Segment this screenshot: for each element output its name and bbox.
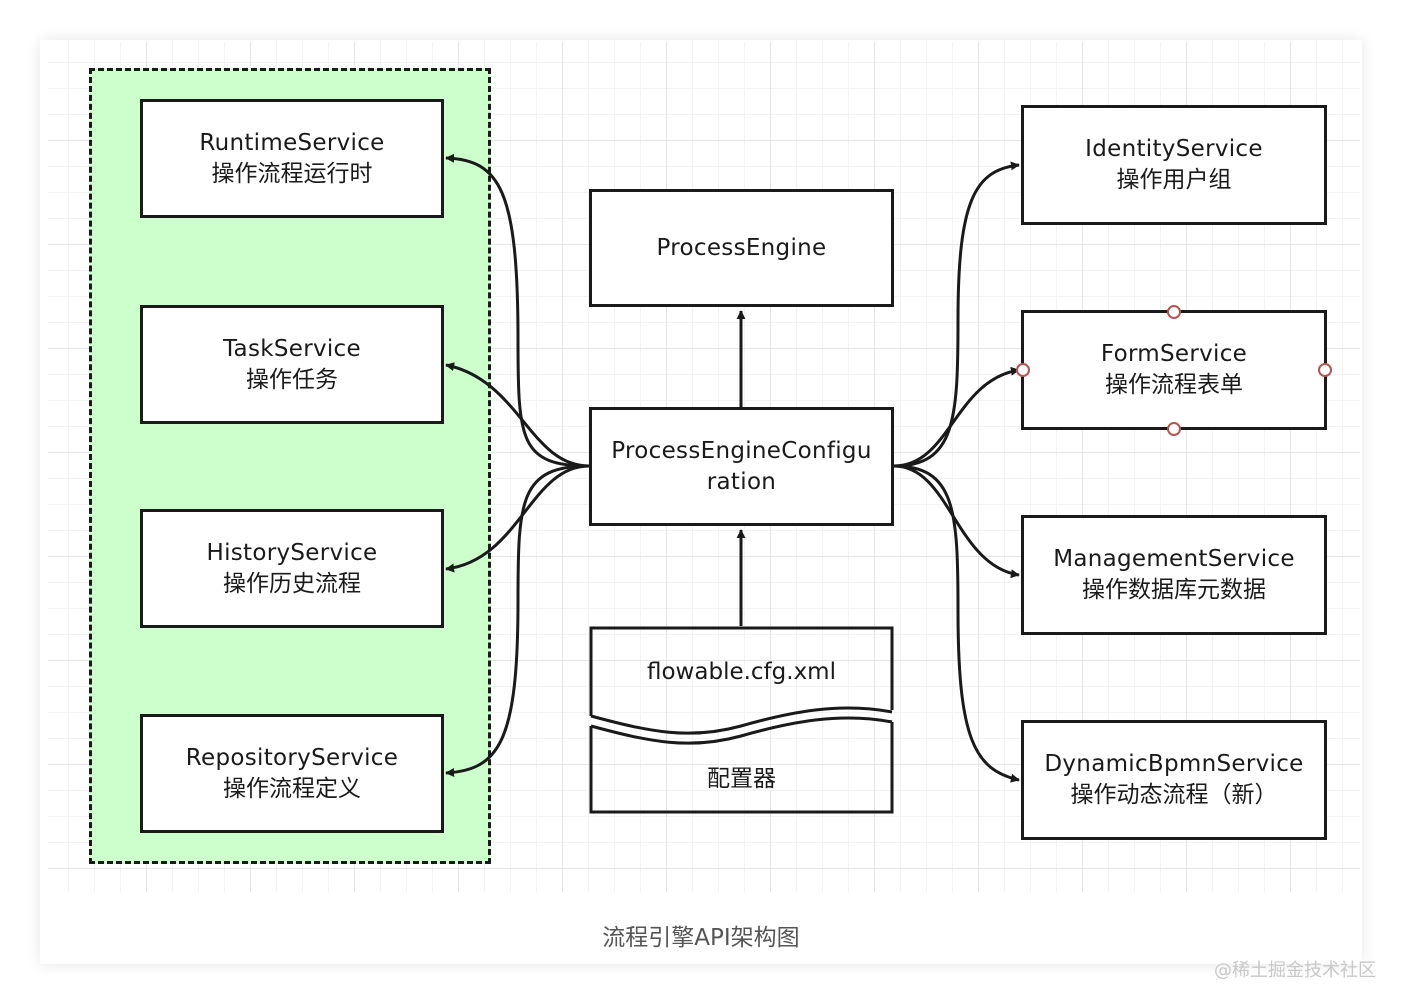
edge-config-to-task <box>445 362 590 468</box>
history-service-box: HistoryService 操作历史流程 <box>140 509 444 628</box>
history-service-name: HistoryService <box>206 539 378 566</box>
edge-config-to-form <box>893 366 1020 468</box>
edge-config-to-dynamic <box>893 464 1020 783</box>
edge-config-to-identity <box>893 161 1020 468</box>
process-engine-configuration-label: ProcessEngineConfigu ration <box>611 437 872 495</box>
edge-config-to-repository <box>445 464 590 778</box>
handle-bottom <box>1167 422 1181 436</box>
repository-service-name: RepositoryService <box>185 744 399 771</box>
task-service-desc: 操作任务 <box>246 366 338 393</box>
repository-service-box: RepositoryService 操作流程定义 <box>140 714 444 833</box>
runtime-service-desc: 操作流程运行时 <box>211 160 373 187</box>
process-engine-label: ProcessEngine <box>656 234 827 261</box>
form-service-desc: 操作流程表单 <box>1105 372 1243 398</box>
management-service-desc: 操作数据库元数据 <box>1082 577 1266 603</box>
form-service-handles <box>1016 305 1332 436</box>
configurator-label: 配置器 <box>707 766 776 792</box>
management-service-name: ManagementService <box>1053 546 1295 572</box>
figure-caption: 流程引擎API架构图 <box>602 925 800 951</box>
identity-service-box: IdentityService 操作用户组 <box>1021 105 1327 225</box>
handle-left <box>1016 363 1030 377</box>
history-service-desc: 操作历史流程 <box>223 570 361 597</box>
management-service-box: ManagementService 操作数据库元数据 <box>1021 515 1327 635</box>
task-service-name: TaskService <box>223 335 361 362</box>
handle-top <box>1167 305 1181 319</box>
process-engine-configuration-box: ProcessEngineConfigu ration <box>589 407 894 526</box>
form-service-name: FormService <box>1100 341 1248 367</box>
runtime-service-box: RuntimeService 操作流程运行时 <box>140 99 444 218</box>
task-service-box: TaskService 操作任务 <box>140 305 444 424</box>
config-file-shape <box>589 626 894 814</box>
watermark: @稀土掘金技术社区 <box>1214 960 1376 981</box>
identity-service-desc: 操作用户组 <box>1116 167 1232 193</box>
config-file-label: flowable.cfg.xml <box>647 659 836 685</box>
identity-service-name: IdentityService <box>1085 136 1263 162</box>
process-engine-box: ProcessEngine <box>589 189 894 307</box>
dynamic-bpmn-service-box: DynamicBpmnService 操作动态流程（新） <box>1021 720 1327 840</box>
config-file-box: flowable.cfg.xml 配置器 <box>589 626 894 814</box>
repository-service-desc: 操作流程定义 <box>223 775 361 802</box>
runtime-service-name: RuntimeService <box>199 129 385 156</box>
handle-right <box>1318 363 1332 377</box>
dynamic-bpmn-service-name: DynamicBpmnService <box>1044 751 1304 777</box>
dynamic-bpmn-service-desc: 操作动态流程（新） <box>1070 782 1278 808</box>
edge-config-to-runtime <box>445 153 590 468</box>
